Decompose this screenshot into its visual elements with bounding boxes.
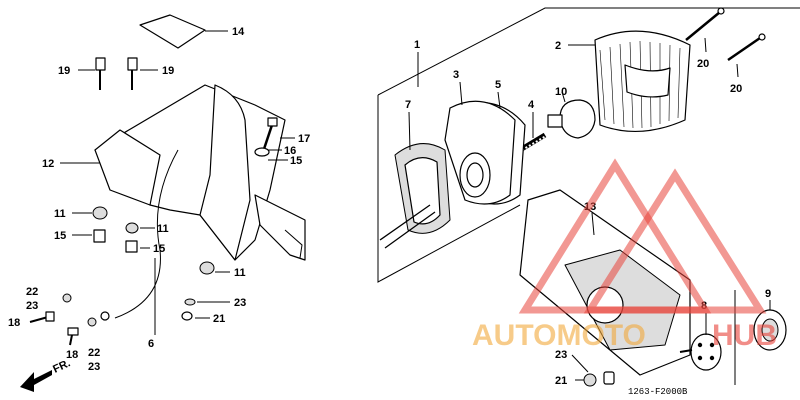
callout-11a: 11 [54, 208, 66, 220]
callout-15a: 15 [290, 155, 302, 167]
callout-7: 7 [405, 99, 411, 111]
base-seal [379, 143, 451, 249]
taillight-lens [594, 30, 691, 132]
license-lens [753, 309, 787, 351]
small-hardware [29, 206, 215, 346]
callout-15c: 15 [153, 243, 165, 255]
callout-6: 6 [148, 338, 154, 350]
rear-fender [94, 84, 306, 261]
callout-5: 5 [495, 79, 501, 91]
callout-14: 14 [232, 26, 245, 38]
callout-23a: 23 [234, 297, 246, 309]
callout-11b: 11 [157, 223, 169, 235]
bulb [547, 99, 596, 139]
callout-15b: 15 [54, 230, 66, 242]
watermark-text-left: AUTOMOTO [472, 319, 646, 352]
callout-21a: 21 [213, 313, 225, 325]
group-bracket [377, 7, 800, 385]
callout-23d: 23 [555, 349, 567, 361]
callout-3: 3 [453, 69, 459, 81]
callout-23c: 23 [88, 361, 100, 373]
callout-18a: 18 [8, 317, 20, 329]
callout-20b: 20 [730, 83, 742, 95]
callout-18b: 18 [66, 349, 78, 361]
callout-22b: 22 [88, 347, 100, 359]
callout-1: 1 [414, 39, 420, 51]
watermark-text-right: HUB [712, 319, 777, 352]
callout-9: 9 [765, 288, 771, 300]
callout-11c: 11 [234, 267, 246, 279]
bolts-19 [95, 57, 138, 90]
callout-16: 16 [284, 145, 296, 157]
callout-12: 12 [42, 158, 54, 170]
callout-22a: 22 [26, 286, 38, 298]
drawing-code: 1263-F2000B [628, 387, 688, 397]
lens-screws [685, 7, 766, 62]
front-direction-arrow: FR. [20, 357, 72, 392]
callout-23b: 23 [26, 300, 38, 312]
top-pad [139, 14, 206, 49]
callout-19a: 19 [58, 65, 70, 77]
leader-lines [60, 30, 771, 381]
bulb-socket [518, 132, 547, 153]
taillight-base [444, 100, 526, 205]
callout-19b: 19 [162, 65, 174, 77]
harness-wire [114, 149, 179, 319]
callout-10: 10 [555, 86, 567, 98]
callout-2: 2 [555, 40, 561, 52]
bolt-17 [254, 117, 278, 157]
callout-21b: 21 [555, 375, 567, 387]
watermark-logo: AUTOMOTO HUB [472, 158, 777, 352]
callout-4: 4 [528, 99, 535, 111]
callout-17: 17 [298, 133, 310, 145]
nut-washer-lower [583, 371, 615, 387]
callout-20a: 20 [697, 58, 709, 70]
